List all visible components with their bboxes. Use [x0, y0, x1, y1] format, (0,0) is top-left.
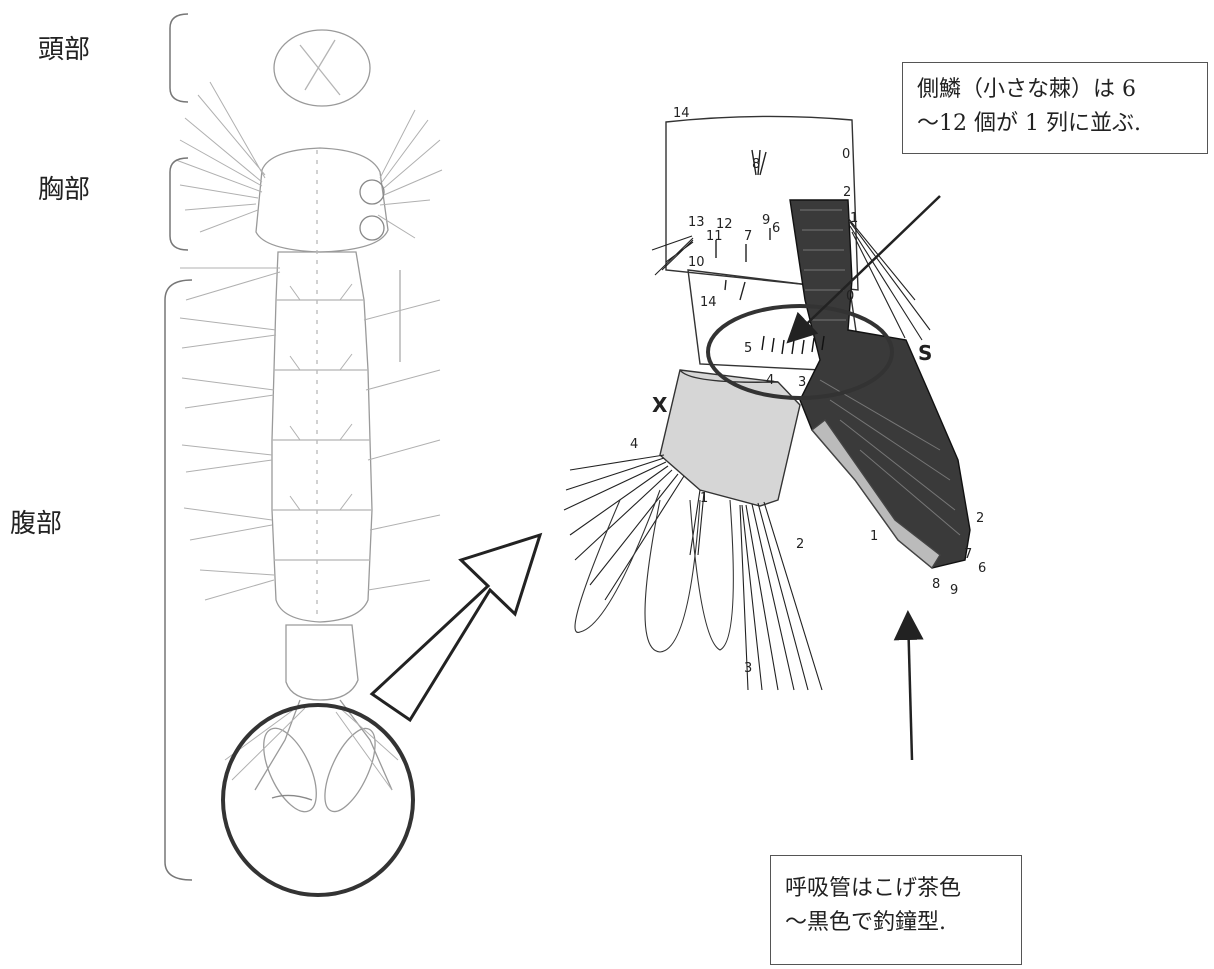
- seta-num: 14: [700, 295, 717, 310]
- siphon-callout-line1: 呼吸管はこげ茶色: [785, 872, 1007, 906]
- head-bracket: [170, 14, 188, 102]
- siphon-s-letter: S: [918, 341, 932, 365]
- comb-scales-callout: 側鱗（小さな棘）は 6 ～12 個が 1 列に並ぶ.: [902, 62, 1208, 154]
- segment-x-saddle: [660, 370, 800, 506]
- magnify-arrow: [372, 535, 540, 720]
- seta-num: 14: [673, 106, 690, 121]
- segment-x-letter: X: [652, 393, 668, 417]
- thorax-label: 胸部: [38, 175, 90, 205]
- seta-num: 1: [700, 491, 708, 506]
- magnification-circle: [223, 705, 413, 895]
- siphon-callout-line2: ～黒色で釣鐘型.: [785, 906, 1007, 940]
- comb-callout-line1: 側鱗（小さな棘）は 6: [917, 73, 1193, 107]
- seta-num: 9: [762, 213, 770, 228]
- abdomen-label: 腹部: [10, 509, 62, 539]
- seta-num: 9: [950, 583, 958, 598]
- seta-num: 3: [744, 661, 752, 676]
- seta-num: 1: [850, 211, 858, 226]
- seta-num: 2: [976, 511, 984, 526]
- siphon-pointer-arrow: [908, 615, 912, 760]
- seta-num: 1: [870, 529, 878, 544]
- seta-num: 5: [744, 341, 752, 356]
- seta-num: 8: [752, 157, 760, 172]
- seta-num: 2: [843, 185, 851, 200]
- siphon-callout: 呼吸管はこげ茶色 ～黒色で釣鐘型.: [770, 855, 1022, 965]
- seta-num: 2: [796, 537, 804, 552]
- seta-num: 10: [688, 255, 705, 270]
- seta-num: 6: [772, 221, 780, 236]
- seta-num: 6: [978, 561, 986, 576]
- larva-thorax: [256, 148, 388, 252]
- seta-num: 11: [706, 229, 723, 244]
- seta-num: 8: [932, 577, 940, 592]
- seta-num: 4: [766, 373, 774, 388]
- larva-abdomen: [272, 252, 372, 622]
- seta-num: 13: [688, 215, 705, 230]
- seta-num: 7: [964, 547, 972, 562]
- comb-callout-line2: ～12 個が 1 列に並ぶ.: [917, 107, 1193, 141]
- seta-num: 7: [744, 229, 752, 244]
- seta-num: 0: [846, 289, 854, 304]
- larva-head: [274, 30, 370, 106]
- seta-num: 4: [630, 437, 638, 452]
- thorax-bracket: [170, 158, 188, 250]
- seta-num: 3: [798, 375, 806, 390]
- enlarged-terminal-segments: [564, 116, 970, 690]
- abdomen-bracket: [165, 280, 192, 880]
- head-label: 頭部: [38, 35, 90, 65]
- seta-num: 0: [842, 147, 850, 162]
